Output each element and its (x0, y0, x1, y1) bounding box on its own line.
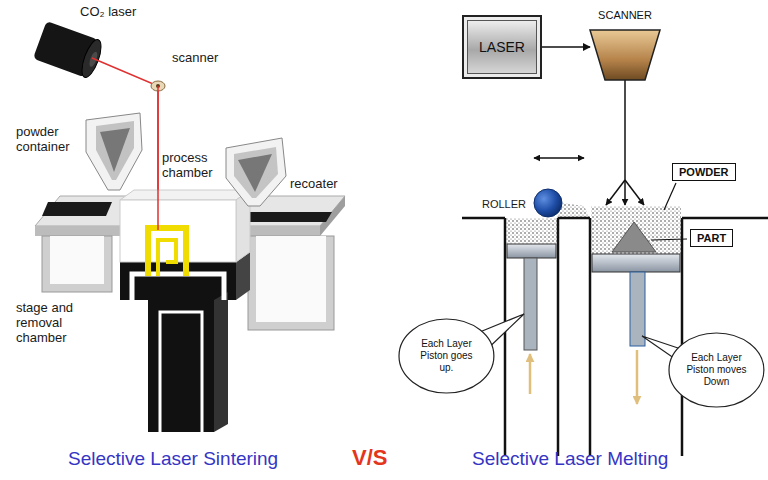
part-label: process chamber (162, 150, 224, 180)
hopper-shell (86, 113, 142, 190)
versus-text: V/S (352, 445, 387, 471)
melted-part (612, 222, 656, 252)
chamber-highlight (160, 312, 202, 432)
overflow-slot (244, 212, 332, 222)
roller-symbol (534, 189, 562, 217)
laser-beam (157, 86, 159, 230)
part-label: CO₂ laser (80, 4, 136, 19)
co2-laser-cylinder (33, 21, 105, 80)
node-label: PART (697, 232, 726, 244)
hopper-shadow (238, 154, 272, 192)
beam-arrow (606, 180, 625, 205)
ground-line (682, 217, 768, 220)
speech-bubble: Each Layer Piston goes up. (398, 318, 495, 394)
piston-down-arrow (636, 350, 639, 404)
node-label: Each Layer Piston goes up. (414, 338, 478, 374)
laser-face (78, 37, 105, 79)
piston-rod (524, 258, 537, 350)
scanner-trapezoid: SCANNER (590, 30, 660, 80)
speech-bubble: Each Layer Piston moves Down (668, 332, 765, 408)
ground-line (558, 217, 590, 220)
part-label: ROLLER (482, 197, 526, 212)
part-outer (148, 228, 186, 276)
beam-arrow (624, 180, 626, 205)
chamber-wall (557, 218, 560, 456)
leader-line (664, 183, 676, 210)
laser-box: LASER (462, 15, 542, 79)
callout-box: PART (690, 229, 733, 247)
chamber-side (214, 292, 228, 432)
piston-rod (630, 272, 645, 346)
chamber-top (120, 190, 250, 200)
ground-line (462, 217, 505, 220)
beam-line (624, 80, 626, 180)
scanner-shape (590, 30, 660, 80)
sintered-part (148, 228, 186, 276)
hopper-shadow (100, 128, 130, 172)
node-label: LASER (479, 39, 525, 55)
part-label: stage and removal chamber (16, 300, 84, 345)
recoater-hopper (226, 138, 286, 206)
trough-shell (42, 236, 112, 292)
part-label: scanner (172, 50, 218, 65)
leader-line (651, 239, 687, 240)
chamber-front (120, 262, 236, 432)
piston-plate (507, 244, 556, 258)
bubble-shape (669, 333, 764, 407)
powder-bed (506, 218, 557, 244)
piston-plate (592, 254, 680, 272)
part-inner (158, 240, 176, 276)
overflow-slot (42, 202, 112, 216)
powder-bed (591, 206, 681, 254)
part-label: powder container (16, 124, 80, 154)
hopper-inside (234, 147, 278, 198)
stage-removal-chamber (120, 252, 250, 432)
caption-text: Selective Laser Sintering (68, 448, 278, 470)
node-label: POWDER (679, 166, 729, 178)
powder-container-hopper (86, 113, 142, 190)
piston-up-arrow (529, 354, 532, 394)
hopper-inside (96, 121, 134, 180)
node-label: SCANNER (598, 9, 652, 21)
trough-shell (248, 236, 334, 330)
bubble-shape (399, 319, 494, 393)
scanner-shape (590, 30, 660, 80)
trough-inside (50, 236, 104, 284)
callout-box: POWDER (672, 163, 736, 181)
chamber-walls (462, 218, 768, 456)
chamber-wall (504, 218, 507, 456)
trough-inside (256, 236, 326, 322)
node-label: Each Layer Piston moves Down (684, 352, 748, 388)
chamber-highlight (132, 274, 224, 300)
connector-arrow (542, 46, 590, 48)
beam-arrow (625, 180, 644, 205)
chamber-wall (681, 218, 684, 456)
chamber-wall (589, 218, 592, 456)
hopper-shell (226, 138, 286, 206)
caption-text: Selective Laser Melting (472, 448, 668, 470)
roller-motion-arrow (534, 157, 584, 159)
part-label: recoater (290, 176, 338, 191)
